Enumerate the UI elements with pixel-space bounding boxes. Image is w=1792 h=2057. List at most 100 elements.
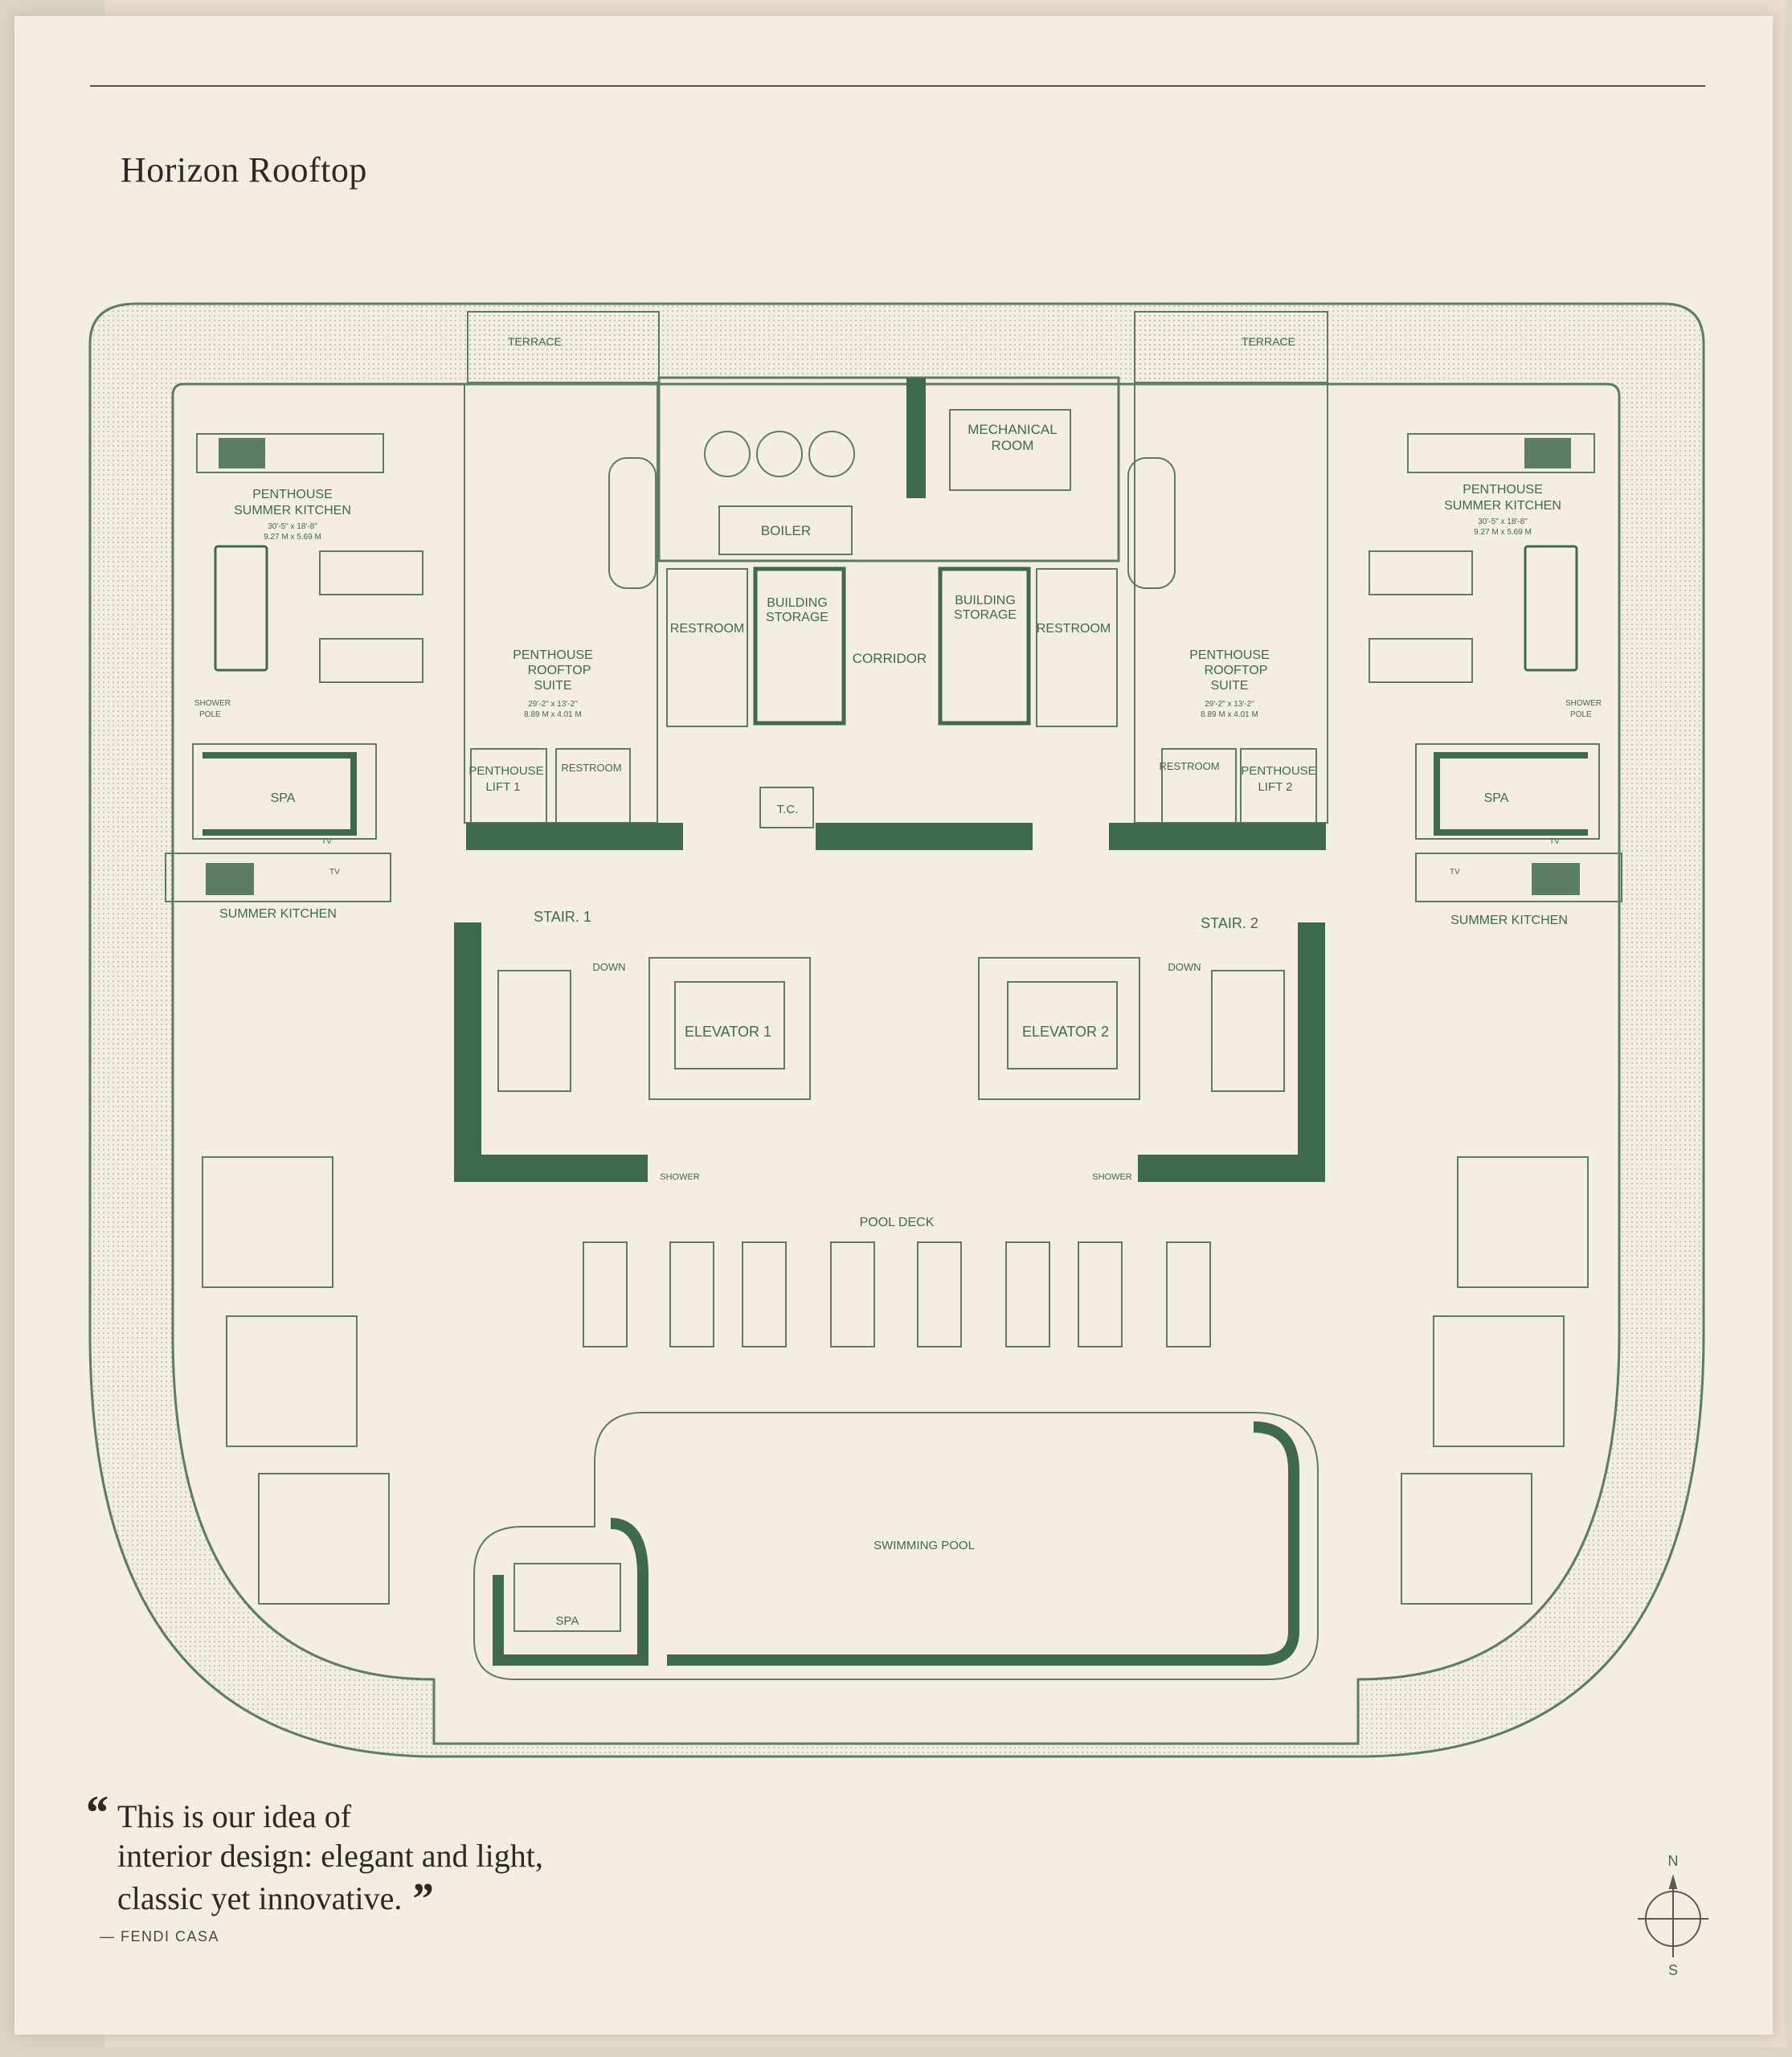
quote-line-2: interior design: elegant and light, <box>117 1838 543 1874</box>
tv-label-1: TV <box>321 837 332 846</box>
summer-kitchen-left-label: SUMMER KITCHEN <box>219 907 337 921</box>
restroom-right <box>1036 568 1118 727</box>
compass-south: S <box>1668 1962 1678 1978</box>
compass-north: N <box>1668 1853 1679 1869</box>
grill-left <box>219 438 265 468</box>
shower-2-label: SHOWER <box>1092 1172 1132 1182</box>
down-2-label: DOWN <box>1168 961 1201 973</box>
inner-deck <box>171 382 1621 1745</box>
header-rule <box>90 85 1705 87</box>
wall-center <box>816 823 1033 850</box>
quote-line-1: This is our idea of <box>117 1798 352 1834</box>
kitchen-counter-right <box>1407 433 1595 473</box>
suite-right-dims-2: 8.89 M x 4.01 M <box>1201 710 1258 719</box>
spa-pool-basin <box>493 1518 648 1666</box>
kitchen-counter-left <box>196 433 384 473</box>
spa-left-label: SPA <box>271 791 296 805</box>
tc-box <box>759 787 814 828</box>
shower-pole-left-1: SHOWER <box>194 699 231 708</box>
spa-right-basin <box>1434 752 1588 836</box>
suite-left-label-3: SUITE <box>534 679 571 693</box>
lounger-left-2 <box>319 638 423 683</box>
boiler-tank-3 <box>808 431 855 477</box>
suite-right-label-3: SUITE <box>1210 679 1248 693</box>
elevator-1-shaft <box>648 957 811 1100</box>
swimming-pool-outline <box>473 1412 1319 1680</box>
ph-kitchen-left-label-2: SUMMER KITCHEN <box>234 504 351 517</box>
shower-pole-right-1: SHOWER <box>1565 699 1602 708</box>
open-quote-icon: “ <box>84 1786 108 1839</box>
quote-line-3: classic yet innovative.” <box>117 1875 543 1922</box>
stair-1-label: STAIR. 1 <box>534 909 591 925</box>
spa-right-frame <box>1415 743 1600 840</box>
ph-kitchen-right-dims-2: 9.27 M x 5.69 M <box>1474 528 1532 537</box>
restroom-small-right-label: RESTROOM <box>1159 760 1219 772</box>
ph-kitchen-right-label-2: SUMMER KITCHEN <box>1444 499 1561 513</box>
storage-left-label-2: STORAGE <box>766 611 828 624</box>
spa-right-label: SPA <box>1484 791 1509 805</box>
wall-east <box>1109 823 1326 850</box>
sofa-right <box>1127 457 1176 589</box>
suite-left-dims-1: 29'-2" x 13'-2" <box>528 700 578 709</box>
down-1-label: DOWN <box>592 961 625 973</box>
compass-rose <box>1638 1874 1708 1957</box>
restroom-small-left-label: RESTROOM <box>561 762 621 774</box>
elevator-2-shaft <box>978 957 1140 1100</box>
quote: This is our idea of interior design: ele… <box>117 1797 543 1922</box>
wall-west <box>466 823 683 850</box>
ph-kitchen-left-dims-1: 30'-5" x 18'-8" <box>268 522 317 531</box>
dining-table-left <box>214 545 268 672</box>
suite-right-label-2: ROOFTOP <box>1205 664 1268 677</box>
summer-kitchen-right-counter <box>1415 853 1622 902</box>
lounger-left-1 <box>319 550 423 595</box>
terrace-left-label: TERRACE <box>508 335 562 348</box>
elevator-1-label: ELEVATOR 1 <box>685 1024 771 1040</box>
mechanical-room <box>949 409 1071 491</box>
ph-kitchen-left-label-1: PENTHOUSE <box>252 488 333 501</box>
elevator-1-car <box>674 981 785 1069</box>
summer-grill-right <box>1532 863 1580 895</box>
mechanical-label-2: ROOM <box>992 438 1034 453</box>
mechanical-label-1: MECHANICAL <box>968 422 1057 437</box>
close-quote-icon: ” <box>410 1875 433 1924</box>
ph-kitchen-right-dims-1: 30'-5" x 18'-8" <box>1478 517 1528 526</box>
restroom-right-label: RESTROOM <box>1037 622 1111 636</box>
stair-2-label: STAIR. 2 <box>1201 915 1258 931</box>
storage-left-label-1: BUILDING <box>767 596 828 610</box>
summer-kitchen-left-counter <box>165 853 391 902</box>
ph-kitchen-right-label-1: PENTHOUSE <box>1463 483 1543 497</box>
pool-deck-label: POOL DECK <box>860 1216 935 1229</box>
building-storage-left <box>753 566 846 726</box>
terrace-left <box>467 311 660 383</box>
elevator-2-label: ELEVATOR 2 <box>1022 1024 1109 1040</box>
spa-left-basin <box>203 752 357 836</box>
grill-right <box>1524 438 1571 468</box>
lounger-right-2 <box>1369 638 1473 683</box>
ph-kitchen-left-dims-2: 9.27 M x 5.69 M <box>264 533 321 542</box>
tv-label-2: TV <box>329 868 340 877</box>
terrace-right-label: TERRACE <box>1242 335 1295 348</box>
terrace-right <box>1134 311 1328 383</box>
page-title: Horizon Rooftop <box>121 150 367 190</box>
lift-2-label-2: LIFT 2 <box>1258 780 1292 794</box>
cabanas <box>202 1156 1589 1605</box>
shower-1-label: SHOWER <box>660 1172 700 1182</box>
boiler-label: BOILER <box>761 523 811 538</box>
suite-left-dims-2: 8.89 M x 4.01 M <box>524 710 582 719</box>
storage-right-label-2: STORAGE <box>954 608 1017 622</box>
service-block <box>657 376 1120 562</box>
storage-right-label-1: BUILDING <box>955 594 1016 607</box>
sofa-left <box>608 457 657 589</box>
building-storage-right <box>938 566 1031 726</box>
stair-2-wall <box>1138 922 1325 1182</box>
stair-2-steps <box>1211 970 1285 1092</box>
quote-line-3-text: classic yet innovative. <box>117 1880 403 1916</box>
suite-left-label-2: ROOFTOP <box>528 664 591 677</box>
suite-right-label-1: PENTHOUSE <box>1189 648 1270 662</box>
dining-table-right <box>1524 545 1578 672</box>
stair-1-steps <box>497 970 571 1092</box>
boiler-tank-2 <box>756 431 803 477</box>
summer-grill-left <box>206 863 254 895</box>
spa-left-frame <box>192 743 377 840</box>
